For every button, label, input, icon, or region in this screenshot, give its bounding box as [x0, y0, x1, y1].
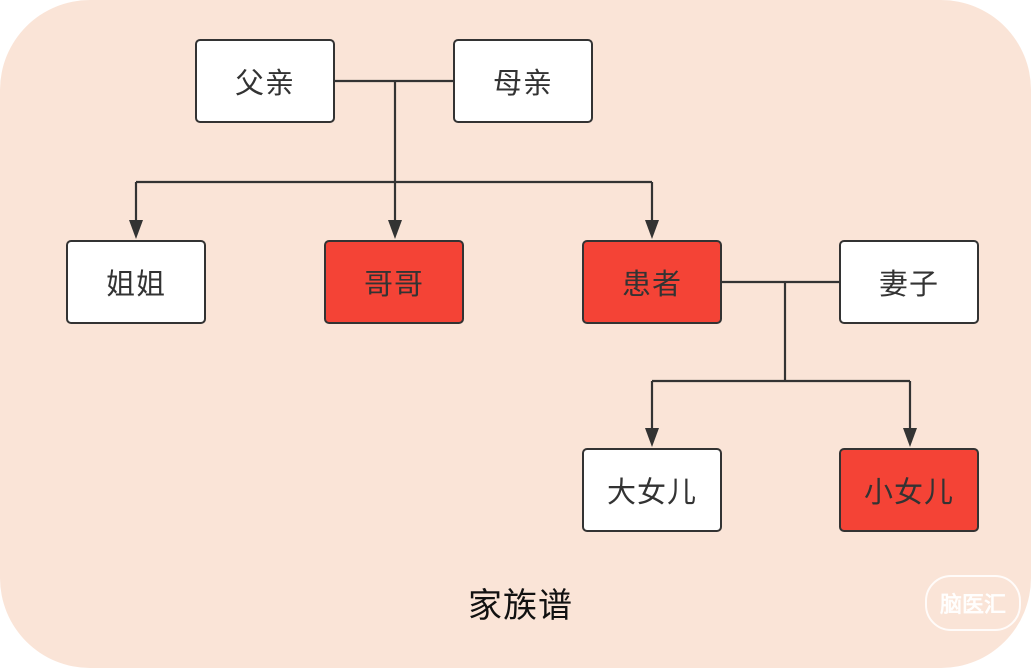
- node-mother-label: 母亲: [492, 66, 553, 100]
- node-sister: 姐姐: [66, 240, 206, 324]
- node-mother: 母亲: [453, 39, 593, 123]
- arrow-to-sister: [129, 220, 143, 239]
- node-father: 父亲: [195, 39, 335, 123]
- arrow-to-younger-daughter: [903, 428, 917, 447]
- watermark-text: 脑医汇: [939, 593, 1006, 618]
- node-wife-label: 妻子: [878, 267, 939, 301]
- node-brother: 哥哥: [324, 240, 464, 324]
- node-patient-label: 患者: [621, 267, 682, 301]
- node-elder-daughter-label: 大女儿: [606, 475, 697, 509]
- arrow-to-brother: [388, 220, 402, 239]
- brand-watermark-logo: 脑医汇: [925, 575, 1021, 631]
- arrow-to-elder-daughter: [645, 428, 659, 447]
- node-younger-daughter-label: 小女儿: [863, 475, 954, 509]
- node-father-label: 父亲: [234, 66, 295, 100]
- diagram-caption: 家族谱: [468, 586, 573, 626]
- node-younger-daughter: 小女儿: [839, 448, 979, 532]
- node-patient: 患者: [582, 240, 722, 324]
- arrow-to-patient: [645, 220, 659, 239]
- node-wife: 妻子: [839, 240, 979, 324]
- node-sister-label: 姐姐: [105, 267, 166, 301]
- node-brother-label: 哥哥: [363, 267, 424, 301]
- node-elder-daughter: 大女儿: [582, 448, 722, 532]
